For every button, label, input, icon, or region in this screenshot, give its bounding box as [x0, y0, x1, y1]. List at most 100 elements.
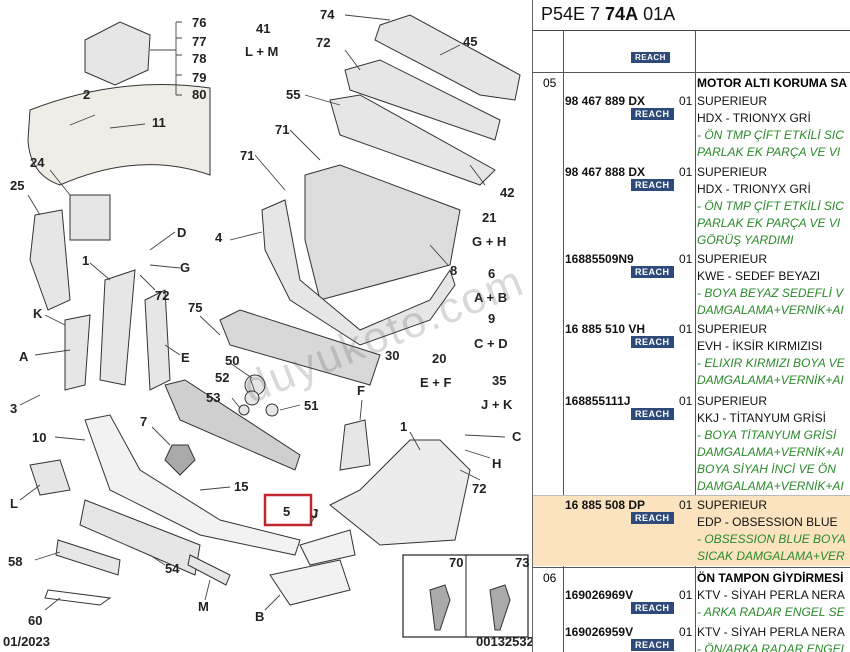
label-3: 3	[10, 401, 17, 416]
quantity: 01	[679, 322, 693, 336]
description-line: HDX - TRIONYX GRİ	[697, 182, 811, 196]
description-line: EVH - İKSİR KIRMIZISI	[697, 339, 823, 353]
label-j-k: J + K	[481, 397, 513, 412]
label-8: 8	[450, 263, 457, 278]
label-1-right: 1	[400, 419, 407, 434]
part-K-piece	[64, 314, 91, 391]
label-41: 41	[256, 21, 270, 36]
description-note: DAMGALAMA+VERNİK+AI	[697, 445, 844, 459]
label-71-b: 71	[240, 148, 254, 163]
label-72-top: 72	[316, 35, 330, 50]
column-divider-2	[695, 30, 696, 652]
label-B: B	[255, 609, 264, 624]
part-1-right-bumper	[329, 439, 471, 546]
description-note: SICAK DAMGALAMA+VER	[697, 549, 845, 563]
label-77: 77	[192, 34, 206, 49]
quantity: 01	[679, 394, 693, 408]
reach-badge: REACH	[631, 52, 670, 63]
part-reference: 98 467 888 DX	[565, 165, 646, 179]
parts-drawing: 76 77 78 79 80 41 L + M 74 72 45 2 11 55…	[3, 7, 532, 649]
part-45-beam	[374, 14, 521, 101]
reach-badge: REACH	[631, 336, 674, 348]
part-51-clip	[265, 403, 279, 417]
label-21: 21	[482, 210, 496, 225]
label-l-m: L + M	[245, 44, 278, 59]
description-note: - ÖN/ARKA RADAR ENGEL	[697, 642, 848, 652]
part-10-lower-bumper	[84, 414, 301, 556]
label-52: 52	[215, 370, 229, 385]
part-J-trim	[299, 529, 356, 566]
catalog-header: P54E 7 74A 01A	[533, 0, 850, 31]
label-72-right: 72	[472, 481, 486, 496]
label-4: 4	[215, 230, 223, 245]
label-1-left: 1	[82, 253, 89, 268]
label-20: 20	[432, 351, 446, 366]
part-5-grille	[164, 379, 301, 471]
label-51: 51	[304, 398, 318, 413]
label-e-f: E + F	[420, 375, 451, 390]
part-72-left-bracket	[144, 289, 171, 391]
description-note: DAMGALAMA+VERNİK+AI	[697, 373, 844, 387]
quantity: 01	[679, 94, 693, 108]
description-line: KWE - SEDEF BEYAZI	[697, 269, 821, 283]
reach-badge: REACH	[631, 179, 674, 191]
part-73-screw	[489, 584, 511, 631]
label-15: 15	[234, 479, 248, 494]
label-35: 35	[492, 373, 506, 388]
description-line: KTV - SİYAH PERLA NERA	[697, 625, 845, 639]
description-note: PARLAK EK PARÇA VE VI	[697, 145, 841, 159]
section-06-number: 06	[543, 571, 557, 585]
label-J: J	[311, 506, 318, 521]
header-bold: 74A	[605, 4, 639, 24]
part-reference: 169026969V	[565, 588, 634, 602]
description-line: KTV - SİYAH PERLA NERA	[697, 588, 845, 602]
label-L: L	[10, 496, 18, 511]
label-M: M	[198, 599, 209, 614]
section-06-title: ÖN TAMPON GİYDİRMESİ	[697, 571, 844, 585]
part-7-badge	[164, 444, 196, 476]
label-F: F	[357, 383, 365, 398]
label-9: 9	[488, 311, 495, 326]
column-divider-1	[563, 30, 564, 652]
description-note: - ÖN TMP ÇİFT ETKİLİ SIC	[697, 199, 844, 213]
part-reference: 16885509N9	[565, 252, 634, 266]
quantity: 01	[679, 498, 693, 512]
quantity: 01	[679, 625, 693, 639]
description-line: SUPERIEUR	[697, 94, 768, 108]
label-74: 74	[320, 7, 335, 22]
label-70: 70	[449, 555, 463, 570]
label-45: 45	[463, 34, 477, 49]
description-line: SUPERIEUR	[697, 252, 768, 266]
description-note: - ÖN TMP ÇİFT ETKİLİ SIC	[697, 128, 844, 142]
part-30-undertray	[219, 309, 381, 386]
quantity: 01	[679, 252, 693, 266]
label-73: 73	[515, 555, 529, 570]
label-g-h: G + H	[472, 234, 506, 249]
description-line: SUPERIEUR	[697, 165, 768, 179]
label-71-a: 71	[275, 122, 289, 137]
reach-badge: REACH	[631, 512, 674, 524]
part-B-trim	[269, 559, 351, 606]
label-80: 80	[192, 87, 206, 102]
section-05-number: 05	[543, 76, 557, 90]
description-note: DAMGALAMA+VERNİK+AI	[697, 479, 844, 493]
label-60: 60	[28, 613, 42, 628]
label-K: K	[33, 306, 43, 321]
label-6: 6	[488, 266, 495, 281]
label-72-mid: 72	[155, 288, 169, 303]
label-2: 2	[83, 87, 90, 102]
part-reference: 168855111J	[565, 394, 631, 408]
label-25: 25	[10, 178, 24, 193]
description-note: - ARKA RADAR ENGEL SE	[697, 605, 845, 619]
description-line: SUPERIEUR	[697, 394, 768, 408]
label-a-b: A + B	[474, 290, 507, 305]
description-line: HDX - TRIONYX GRİ	[697, 111, 811, 125]
